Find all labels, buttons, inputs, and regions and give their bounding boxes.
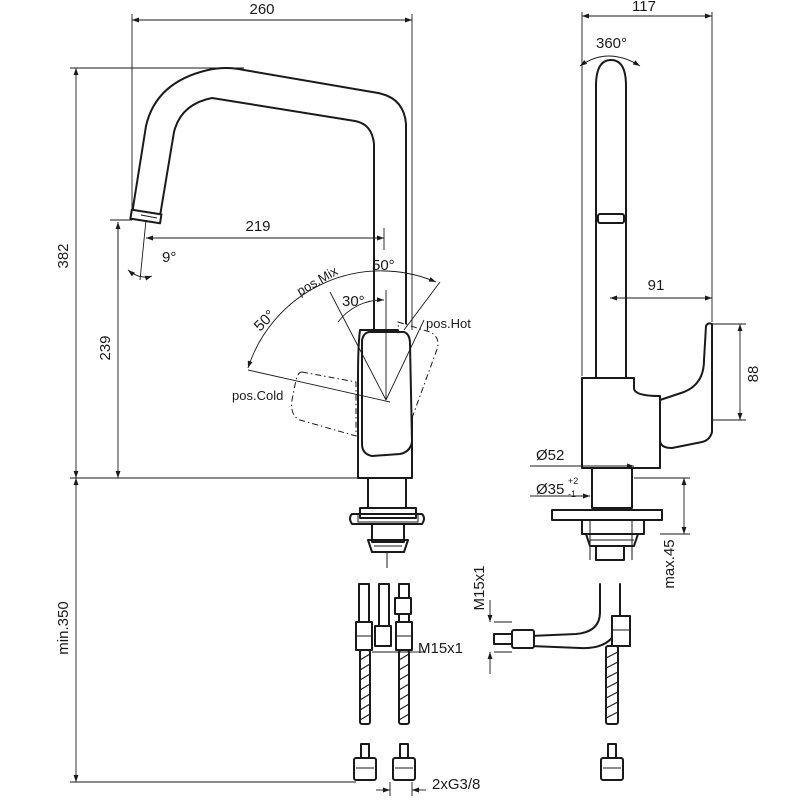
angle-rotation: 360° — [596, 35, 627, 52]
base-collar — [367, 477, 407, 509]
dim-hole-tol-lower: -1 — [568, 489, 576, 499]
angle-spout-tilt: 9° — [162, 249, 176, 266]
mounting-flange — [349, 513, 425, 525]
dim-overall-width: 260 — [249, 1, 274, 18]
dim-base-diameter: Ø52 — [536, 447, 564, 464]
lever-ghost-cold — [291, 371, 357, 437]
mounting-plate — [359, 507, 417, 519]
dim-hole-tol-upper: +2 — [568, 476, 578, 486]
side-hose — [529, 583, 601, 637]
threaded-shank — [371, 523, 405, 543]
dim-hole-diameter: Ø35 — [536, 481, 564, 498]
side-view — [493, 55, 713, 781]
side-lever — [659, 322, 713, 449]
side-spout — [595, 59, 627, 379]
dim-side-thread: M15x1 — [471, 565, 488, 610]
side-body — [581, 377, 661, 469]
lever-swing-arc — [247, 270, 437, 369]
position-hot-label: pos.Hot — [426, 316, 471, 331]
angle-lever-cold: 50° — [251, 307, 279, 335]
mounting-nut — [367, 539, 409, 553]
front-dimensions — [70, 14, 426, 796]
dim-overall-height: 382 — [55, 243, 72, 268]
dim-max-deck: max.45 — [661, 539, 678, 588]
angle-lever-hot: 50° — [372, 257, 395, 274]
lever-main — [361, 331, 413, 457]
aerator — [129, 208, 163, 225]
dim-front-thread: M15x1 — [418, 640, 463, 657]
rotation-arrow — [579, 55, 641, 67]
side-dimensions — [487, 12, 746, 674]
dim-lever-height: 88 — [745, 366, 762, 383]
spout-outline-inner — [159, 97, 375, 331]
position-mix-label: pos.Mix — [294, 263, 341, 299]
dim-height-to-spout: 239 — [97, 335, 114, 360]
dim-side-depth: 117 — [632, 0, 656, 15]
hose-assembly-front — [353, 583, 416, 781]
side-mounting-plate — [551, 509, 663, 521]
dim-min-below-deck: min.350 — [55, 601, 72, 654]
angle-lever-mix: 30° — [342, 293, 365, 310]
dim-spout-reach: 219 — [245, 218, 270, 235]
dim-lever-offset: 91 — [648, 277, 665, 294]
dim-connection-thread: 2xG3/8 — [432, 776, 480, 793]
front-view — [117, 67, 441, 781]
position-cold-label: pos.Cold — [232, 388, 283, 403]
